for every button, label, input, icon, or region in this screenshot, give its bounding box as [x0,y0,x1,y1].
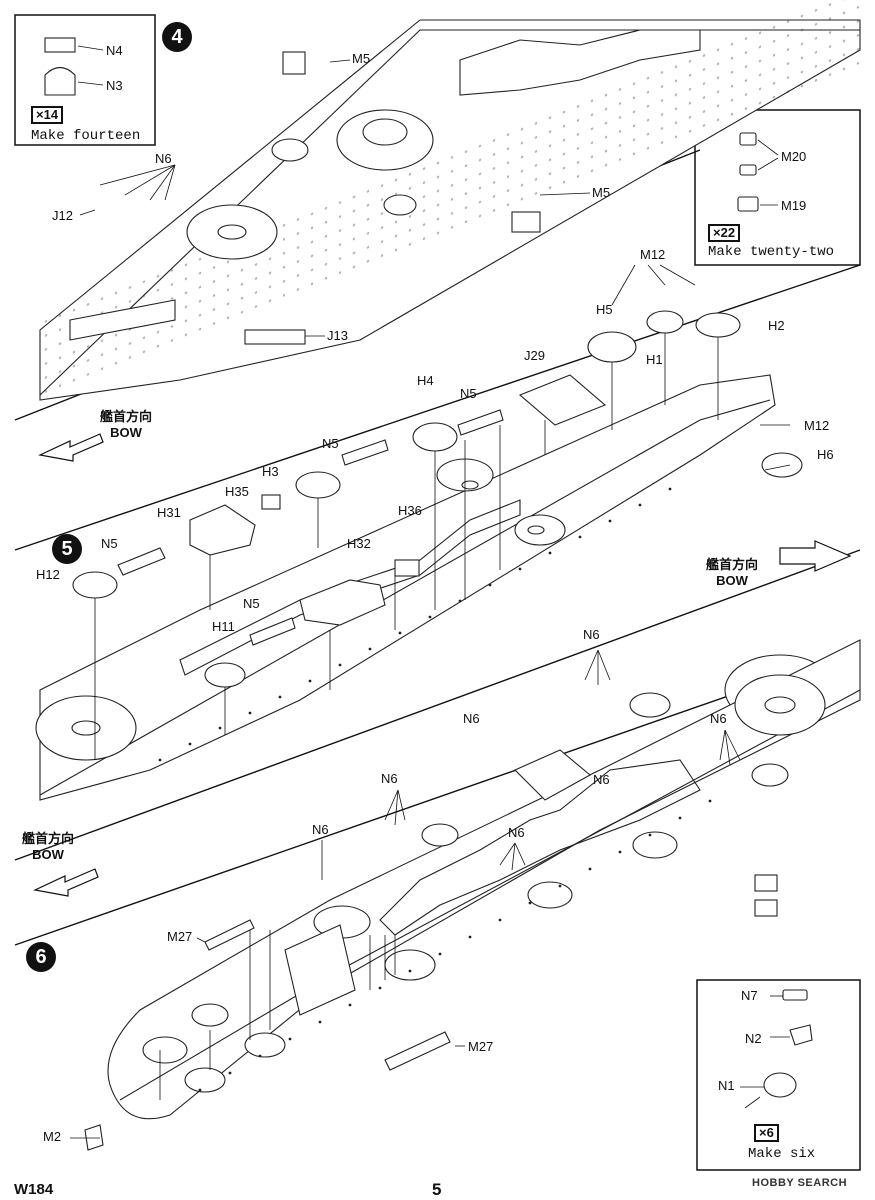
part-label: H3 [262,464,279,479]
part-label: N7 [741,988,758,1003]
bow-label-jp: 艦首方向 [100,410,153,425]
subassembly-note: Make six [748,1146,816,1162]
part-label: H36 [398,503,422,518]
part-label: M12 [804,418,830,433]
bow-direction-label: 艦首方向 BOW [100,410,152,440]
part-label: M27 [167,929,193,944]
part-label: H31 [157,505,181,520]
part-label: J29 [524,348,545,363]
part-label: M5 [592,185,611,200]
part-label: H4 [417,373,434,388]
bow-arrow-step4 [38,433,104,462]
watermark: HOBBY SEARCH [752,1177,848,1189]
bow-label-en: BOW [32,847,64,862]
part-label: N6 [312,822,329,837]
part-label: M19 [781,198,807,213]
part-label: H5 [596,302,613,317]
bow-label-jp: 艦首方向 [22,832,75,847]
part-label: M12 [640,247,666,262]
multiplier-badge: ×14 [31,106,64,124]
step-number: 4 [162,22,192,52]
part-label: M27 [468,1039,494,1054]
part-label: N6 [593,772,610,787]
subassembly-note: Make twenty-two [708,244,835,260]
part-label: H32 [347,536,371,551]
part-label: J13 [327,328,348,343]
page-number: 5 [432,1180,442,1199]
part-label: H2 [768,318,785,333]
subassembly-note: Make fourteen [31,128,141,144]
step6-hull [84,639,861,1151]
part-label: N5 [101,536,118,551]
part-label: M20 [781,149,807,164]
part-label: N6 [583,627,600,642]
part-label: H12 [36,567,60,582]
part-label: N6 [463,711,480,726]
part-label: N6 [710,711,727,726]
part-label: N6 [381,771,398,786]
step-number: 6 [26,942,56,972]
part-label: N3 [106,78,123,93]
bow-direction-label: 艦首方向 BOW [706,558,758,588]
part-label: N4 [106,43,123,58]
part-label: N2 [745,1031,762,1046]
bow-label-jp: 艦首方向 [706,558,759,573]
step4-hull [39,0,861,404]
part-label: M5 [352,51,371,66]
part-label: J12 [52,208,73,223]
part-label: N1 [718,1078,735,1093]
step4-subassembly-box [14,14,156,146]
bow-direction-label: 艦首方向 BOW [22,832,74,862]
part-label: N6 [508,825,525,840]
part-label: N6 [155,151,172,166]
product-code: W184 [14,1181,54,1198]
part-label: N5 [322,436,339,451]
part-label: M2 [43,1129,62,1144]
bow-arrow-step5 [779,540,852,572]
bow-label-en: BOW [110,425,142,440]
step5-hull [35,310,836,801]
bow-label-en: BOW [716,573,748,588]
multiplier-badge: ×22 [708,224,741,242]
part-label: N5 [243,596,260,611]
bow-arrow-step6 [33,868,99,897]
multiplier-badge: ×6 [754,1124,779,1142]
step-number: 5 [52,534,82,564]
part-label: H6 [817,447,834,462]
part-label: N5 [460,386,477,401]
part-label: H35 [225,484,249,499]
part-label: H1 [646,352,663,367]
part-label: H11 [212,619,235,634]
